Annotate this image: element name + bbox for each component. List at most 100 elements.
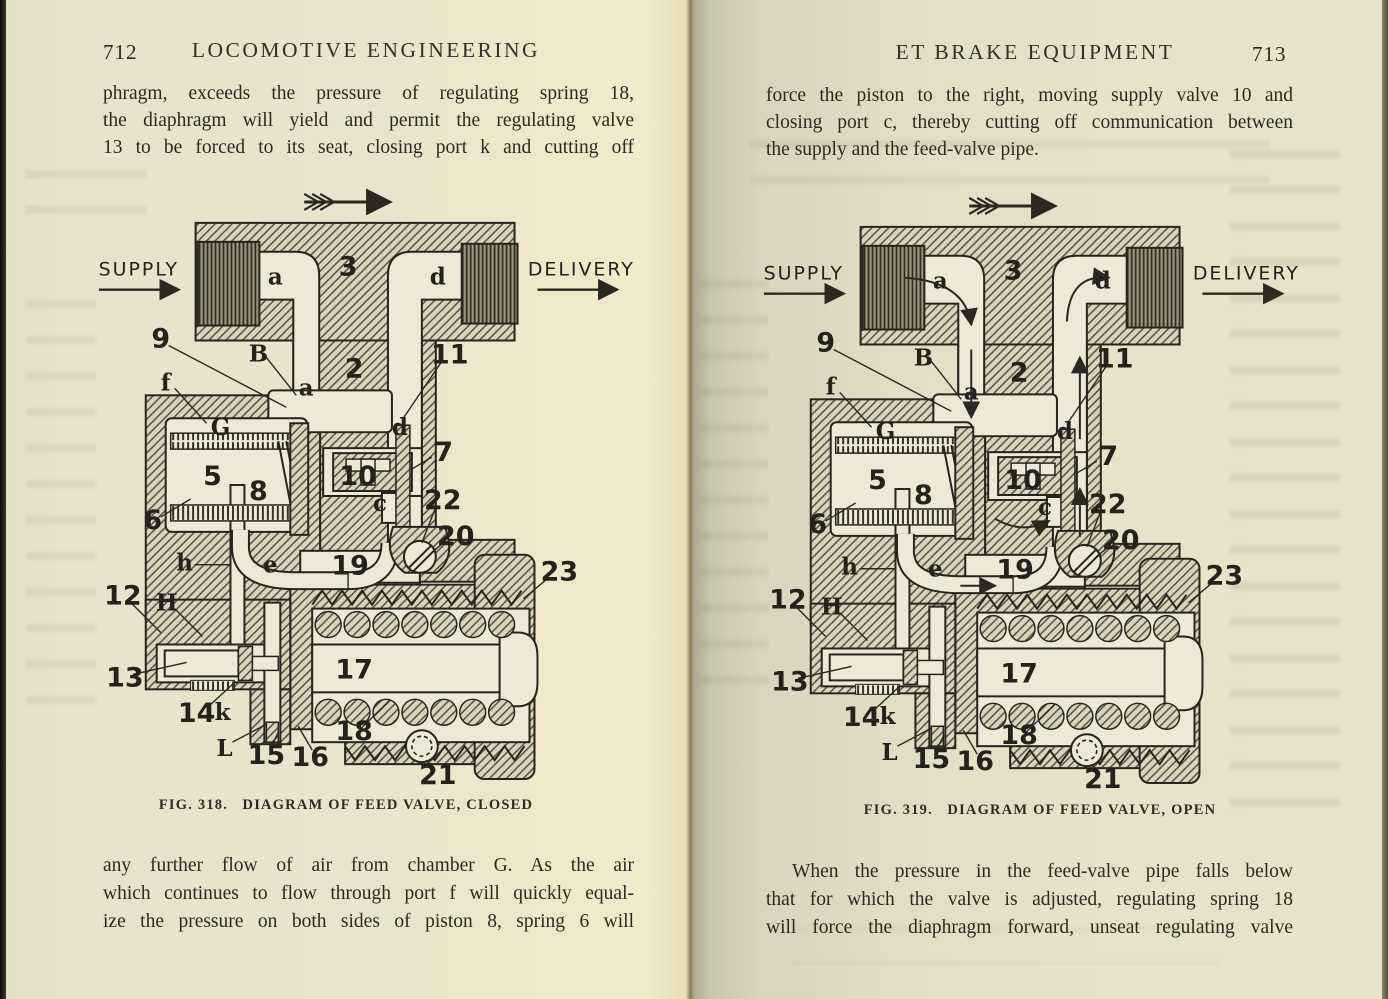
label-h: h: [176, 550, 193, 577]
label-18: 18: [335, 716, 372, 747]
drain-plug-21: [1069, 733, 1104, 768]
cylinder-thread-profile: [976, 592, 1188, 611]
part-labels: SUPPLY DELIVERY 3 a d 2 a 9 B f G 5 11 d…: [99, 252, 635, 791]
label-B: B: [249, 340, 268, 367]
label-14: 14: [178, 698, 215, 729]
label-f: f: [161, 369, 173, 396]
delivery-label: DELIVERY: [528, 259, 635, 281]
text-line: phragm, exceeds the pressure of regulati…: [103, 83, 634, 104]
spring-17-coils: [314, 610, 516, 726]
cylinder-thread-profile: [1009, 748, 1191, 766]
label-2: 2: [1010, 357, 1029, 388]
text-line: which continues to flow through port f w…: [103, 883, 634, 904]
label-d: d: [1095, 268, 1111, 295]
label-7: 7: [434, 437, 453, 468]
valve-internals: [163, 240, 526, 764]
page-left: 712 LOCOMOTIVE ENGINEERING phragm, excee…: [6, 0, 690, 999]
label-H: H: [821, 594, 843, 621]
label-19: 19: [996, 555, 1033, 586]
label-c: c: [1038, 494, 1052, 521]
label-12: 12: [769, 585, 806, 616]
top-paragraph: phragm, exceeds the pressure of regulati…: [103, 80, 634, 161]
label-3: 3: [339, 252, 358, 283]
piston-8: [954, 426, 975, 540]
label-23: 23: [541, 557, 578, 588]
label-5: 5: [868, 465, 887, 496]
label-L: L: [216, 735, 232, 762]
label-2: 2: [345, 353, 364, 384]
label-8: 8: [249, 476, 268, 507]
piston-8: [289, 422, 310, 536]
label-10: 10: [1004, 465, 1041, 496]
spring-5-coil: [169, 432, 298, 450]
text-line: ize the pressure on both sides of piston…: [103, 911, 634, 932]
top-paragraph: force the piston to the right, moving su…: [766, 82, 1293, 163]
label-12: 12: [104, 581, 141, 612]
spring-5-coil: [169, 504, 298, 522]
label-3: 3: [1004, 256, 1023, 287]
label-L: L: [881, 739, 897, 766]
feathered-arrow-icon: [303, 188, 393, 216]
label-d: d: [430, 264, 446, 291]
feathered-arrow-icon: [968, 192, 1058, 220]
book-gutter: [686, 0, 694, 999]
label-e: e: [263, 552, 278, 579]
label-11: 11: [1096, 343, 1133, 374]
page-number: 713: [1252, 42, 1287, 66]
label-a2: a: [299, 374, 314, 401]
label-15: 15: [913, 744, 950, 775]
label-a2: a: [964, 378, 979, 405]
text-line: the supply and the feed-valve pipe.: [766, 139, 1039, 160]
running-head: LOCOMOTIVE ENGINEERING: [191, 38, 541, 62]
spring-5-coil: [834, 508, 963, 526]
label-9: 9: [151, 323, 170, 354]
direction-arrows: [763, 192, 1285, 305]
part-labels: SUPPLY DELIVERY 3 a d 2 a 9 B f G 5 11 d…: [764, 256, 1300, 795]
bottom-paragraph: any further flow of air from chamber G. …: [103, 852, 634, 936]
regulating-valve-13: [163, 649, 240, 678]
page-number: 712: [103, 40, 138, 64]
label-6: 6: [808, 509, 827, 540]
label-20: 20: [1102, 525, 1139, 556]
supply-label: SUPPLY: [99, 259, 179, 281]
delivery-port-threads: [1125, 246, 1184, 329]
regulating-valve-13: [828, 653, 905, 682]
label-21: 21: [1084, 764, 1121, 795]
text-line: will force the diaphragm forward, unseat…: [766, 917, 1293, 938]
supply-port-threads: [196, 240, 261, 327]
label-G: G: [876, 418, 896, 445]
label-a: a: [933, 268, 948, 295]
valve-stem-7: [1060, 428, 1076, 548]
label-h: h: [841, 554, 858, 581]
label-20: 20: [437, 521, 474, 552]
label-13: 13: [771, 666, 808, 697]
label-5: 5: [203, 461, 222, 492]
label-19: 19: [331, 551, 368, 582]
label-k: k: [215, 699, 232, 726]
label-f: f: [826, 373, 838, 400]
feed-valve-cross-section: SUPPLY DELIVERY 3 a d 2 a 9 B f G 5 11 d…: [98, 188, 635, 791]
label-14: 14: [843, 702, 880, 733]
feed-valve-cross-section: SUPPLY DELIVERY 3 a d 2 a 9 B f G 5 11 d…: [763, 192, 1300, 795]
label-H: H: [156, 590, 178, 617]
feed-valve-diagram-open: SUPPLY DELIVERY 3 a d 2 a 9 B f G 5 11 d…: [755, 190, 1330, 800]
label-10: 10: [339, 461, 376, 492]
feed-valve-diagram-closed: SUPPLY DELIVERY 3 a d 2 a 9 B f G 5 11 d…: [90, 186, 665, 796]
label-11: 11: [431, 339, 468, 370]
label-18: 18: [1000, 720, 1037, 751]
delivery-port-threads: [460, 242, 519, 325]
direction-arrows: [98, 188, 620, 301]
label-22: 22: [424, 485, 461, 516]
drain-plug-21: [404, 729, 439, 764]
label-17: 17: [335, 654, 372, 685]
supply-port-threads: [861, 244, 926, 331]
label-8: 8: [914, 480, 933, 511]
label-9: 9: [816, 327, 835, 358]
cylinder-thread-profile: [311, 588, 523, 607]
bottom-paragraph: When the pressure in the feed-valve pipe…: [766, 858, 1293, 942]
supply-label: SUPPLY: [764, 263, 844, 285]
cylinder-thread-profile: [344, 744, 526, 762]
delivery-label: DELIVERY: [1193, 263, 1300, 285]
label-16: 16: [291, 742, 328, 773]
label-6: 6: [143, 505, 162, 536]
